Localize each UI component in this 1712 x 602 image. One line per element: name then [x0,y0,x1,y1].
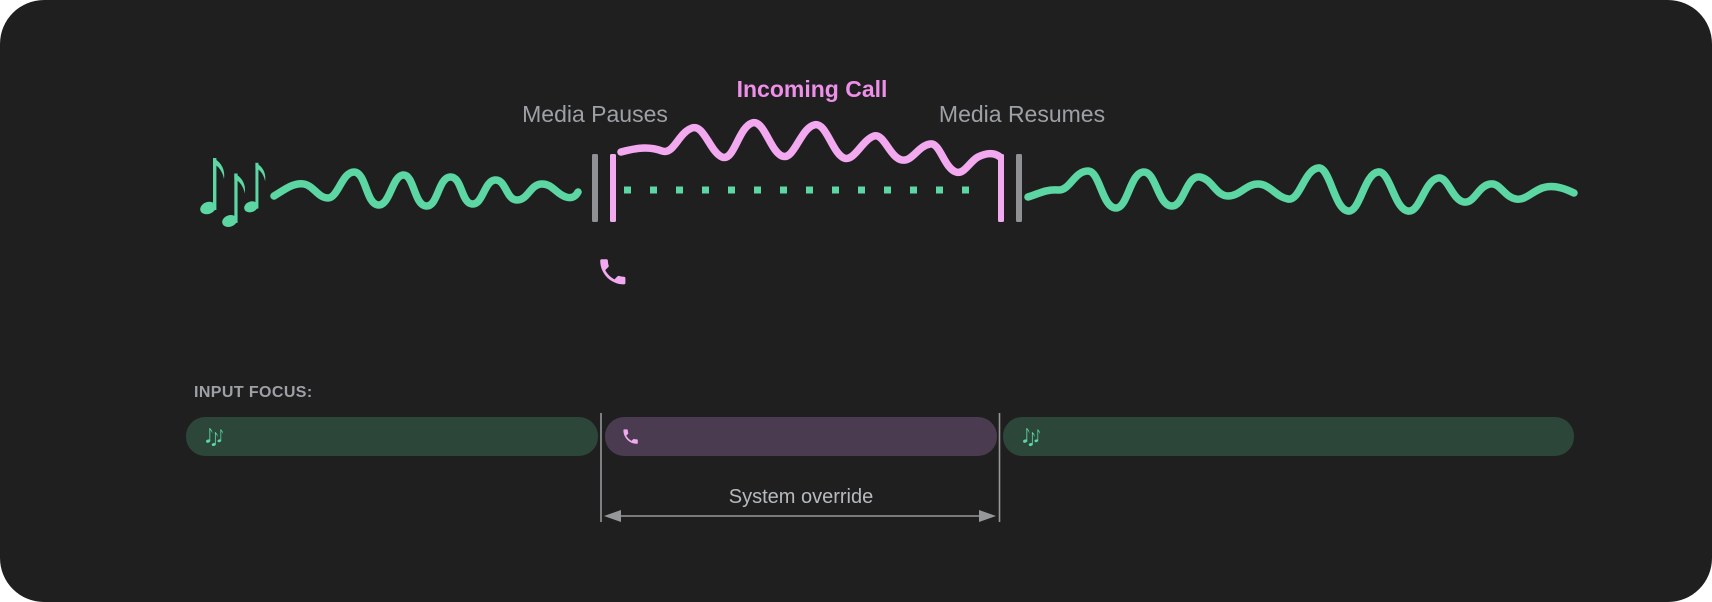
music-notes-icon [198,158,266,229]
incoming-call-label: Incoming Call [736,76,888,102]
media-waveform-after [1024,164,1578,215]
pause-marker-gray-bar [592,154,598,222]
media-pauses-label: Media Pauses [522,101,668,127]
system-override-label: System override [728,486,874,508]
phone-icon [623,429,638,444]
focus-segment-incoming-call [605,417,997,456]
music-notes-icon [205,428,223,447]
incoming-call-waveform [617,119,1004,177]
music-notes-icon [1022,428,1040,447]
resume-marker-gray-bar [1016,154,1022,222]
focus-segment-media-before-call [186,417,598,456]
focus-segment-media-after-call [1003,417,1574,456]
input-focus-label: INPUT FOCUS: [194,384,313,401]
pause-marker-pink-bar [610,154,616,222]
system-override-arrow [604,510,996,522]
media-resumes-label: Media Resumes [938,101,1106,127]
resume-marker-pink-bar [998,154,1004,222]
phone-icon [600,259,626,285]
media-waveform-before [270,168,582,210]
